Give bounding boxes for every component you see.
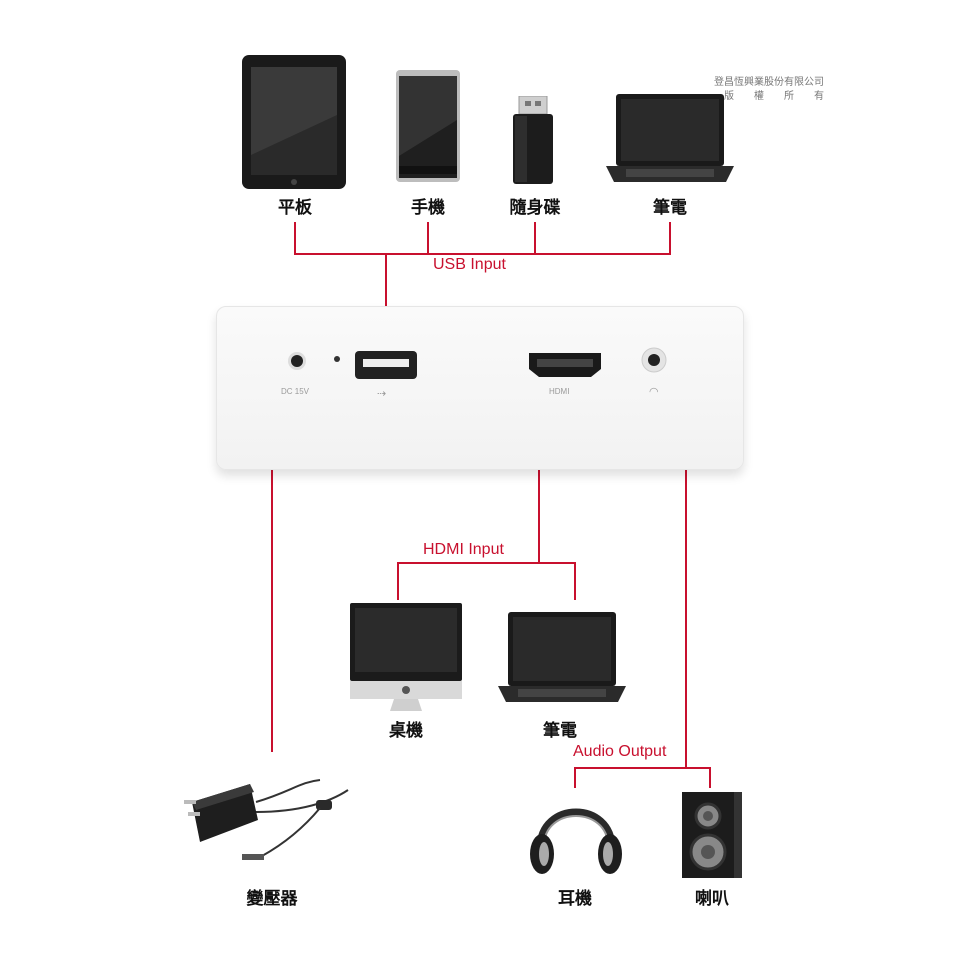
power-adapter-icon xyxy=(180,772,360,876)
phone-label: 手機 xyxy=(411,198,445,218)
usb-port-label: ⇢ xyxy=(377,388,387,400)
status-led-icon xyxy=(334,356,340,362)
desktop-label: 桌機 xyxy=(389,721,423,741)
laptop-icon xyxy=(498,612,626,708)
dc-port-label: DC 15V xyxy=(281,387,310,396)
media-player-box: DC 15V ⇢ HDMI ◠ xyxy=(216,306,744,470)
copyright-notice: 登昌恆興業股份有限公司 版 權 所 有 xyxy=(690,76,824,104)
copyright-company: 登昌恆興業股份有限公司 xyxy=(714,77,824,88)
usb-port-icon xyxy=(355,351,417,379)
hdmi-port-label: HDMI xyxy=(549,387,570,396)
audio-output-label: Audio Output xyxy=(570,743,670,761)
headphones-label: 耳機 xyxy=(558,889,592,909)
power-adapter-label: 變壓器 xyxy=(246,889,298,909)
hdmi-port-icon xyxy=(529,353,601,377)
tablet-icon xyxy=(242,55,346,193)
hdmi-input-label: HDMI Input xyxy=(420,541,507,559)
audio-port-icon xyxy=(641,347,667,373)
laptop-top-label: 筆電 xyxy=(653,198,687,218)
desktop-monitor-icon xyxy=(350,603,462,717)
speaker-label: 喇叭 xyxy=(695,889,729,909)
usb-input-label: USB Input xyxy=(430,256,509,274)
audio-bus-wire xyxy=(574,767,711,788)
hdmi-bus-wire xyxy=(397,562,576,600)
laptop-icon xyxy=(606,94,734,188)
laptop-bottom-label: 筆電 xyxy=(543,721,577,741)
headphones-icon xyxy=(526,790,626,884)
speaker-icon xyxy=(682,792,742,882)
usb-bus-wire xyxy=(294,222,671,255)
dc-port-icon xyxy=(288,352,306,370)
tablet-label: 平板 xyxy=(278,198,312,218)
copyright-rights: 版 權 所 有 xyxy=(724,91,824,102)
phone-icon xyxy=(396,70,460,186)
usb-drive-icon xyxy=(513,95,553,188)
usb-drive-label: 隨身碟 xyxy=(509,198,561,218)
audio-port-label: ◠ xyxy=(649,386,659,398)
